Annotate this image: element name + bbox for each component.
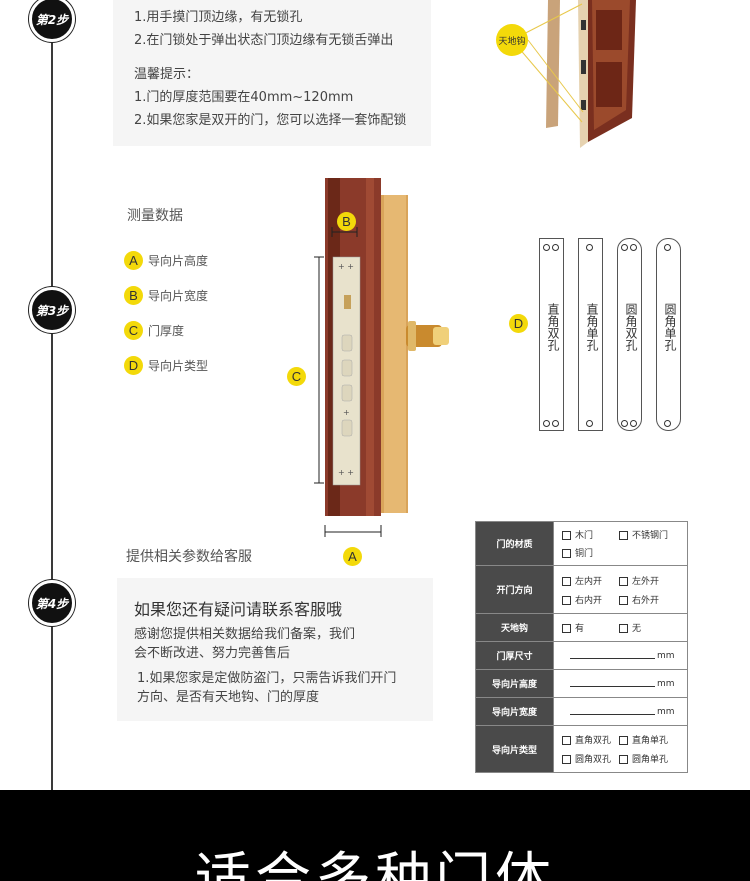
plate-square-single: 直角单孔	[578, 238, 603, 431]
step2-tip-title: 温馨提示：	[134, 67, 200, 82]
legend-label: 门厚度	[148, 324, 185, 338]
door-hook-illustration	[496, 0, 638, 148]
form-option[interactable]: 左内开	[562, 574, 619, 587]
svg-text:+ +: + +	[338, 468, 354, 477]
step4-line3: 1.如果您家是定做防盗门，只需告诉我们开门	[137, 671, 397, 686]
legend-label: 导向片高度	[148, 254, 209, 268]
plate-square-double: 直角双孔	[539, 238, 564, 431]
step2-line2: 2.在门锁处于弹出状态门顶边缘有无锁舌弹出	[134, 33, 394, 48]
form-label-height: 导向片高度	[475, 669, 554, 698]
timeline-line	[51, 0, 53, 790]
checkbox[interactable]	[562, 595, 571, 605]
unit-label: mm	[657, 706, 675, 717]
hook-callout-label: 天地钩	[498, 37, 526, 47]
form-label-size: 门厚尺寸	[475, 641, 554, 670]
form-label-width: 导向片宽度	[475, 697, 554, 726]
checkbox[interactable]	[562, 624, 571, 633]
plate-label: 直角单孔	[585, 303, 599, 351]
step3-badge: 第3步	[29, 287, 75, 333]
plate-label: 圆角单孔	[663, 303, 677, 351]
diagram-letter-a: A	[343, 547, 362, 566]
checkbox[interactable]	[562, 576, 571, 586]
checkbox[interactable]	[619, 624, 628, 633]
step4-badge: 第4步	[29, 580, 75, 626]
step4-panel	[117, 578, 433, 721]
form-option[interactable]: 木门	[562, 528, 619, 541]
legend-letter: B	[124, 286, 143, 305]
width-input-line[interactable]	[570, 707, 655, 715]
legend-item-a: A 导向片高度	[124, 251, 208, 270]
plate-label: 直角双孔	[546, 303, 560, 351]
step3-title: 测量数据	[127, 208, 183, 224]
step4-line2: 会不断改进、努力完善售后	[134, 646, 291, 661]
step2-tip2: 2.如果您家是双开的门，您可以选择一套饰配锁	[134, 113, 407, 128]
checkbox[interactable]	[562, 549, 571, 558]
size-input-line[interactable]	[570, 651, 655, 659]
form-option[interactable]: 圆角单孔	[619, 752, 676, 765]
form-option[interactable]: 铜门	[562, 546, 619, 559]
plate-round-double: 圆角双孔	[617, 238, 642, 431]
form-label-type: 导向片类型	[475, 725, 554, 773]
step2-badge: 第2步	[29, 0, 75, 42]
unit-label: mm	[657, 650, 675, 661]
banner-title: 适合多种门体	[195, 847, 555, 881]
hook-callout-circle	[496, 24, 528, 56]
form-option[interactable]: 圆角双孔	[562, 752, 619, 765]
plate-label: 圆角双孔	[624, 303, 638, 351]
checkbox[interactable]	[619, 755, 628, 764]
form-option[interactable]: 不锈钢门	[619, 528, 676, 541]
legend-label: 导向片类型	[148, 359, 209, 373]
step2-panel	[113, 0, 431, 146]
diagram-letter-c: C	[287, 367, 306, 386]
form-option[interactable]: 有	[562, 621, 619, 634]
legend-item-c: C 门厚度	[124, 321, 184, 340]
checkbox[interactable]	[619, 576, 628, 586]
legend-letter: D	[124, 356, 143, 375]
step2-tip1: 1.门的厚度范围要在40mm~120mm	[134, 90, 354, 105]
legend-item-d: D 导向片类型	[124, 356, 208, 375]
form-label-direction: 开门方向	[475, 565, 554, 614]
legend-item-b: B 导向片宽度	[124, 286, 208, 305]
checkbox[interactable]	[619, 595, 628, 605]
form-option[interactable]: 左外开	[619, 574, 676, 587]
checkbox[interactable]	[562, 755, 571, 764]
legend-letter: A	[124, 251, 143, 270]
info-form: 门的材质 木门不锈钢门 铜门 开门方向 左内开左外开 右内开右外开 天地钩 有无…	[475, 521, 688, 773]
form-option[interactable]: 直角双孔	[562, 733, 619, 746]
form-option[interactable]: 右外开	[619, 593, 676, 606]
form-label-hook: 天地钩	[475, 613, 554, 642]
unit-label: mm	[657, 678, 675, 689]
step3-footer: 提供相关参数给客服	[126, 549, 252, 565]
legend-letter: C	[124, 321, 143, 340]
checkbox[interactable]	[562, 531, 571, 540]
checkbox[interactable]	[562, 736, 571, 745]
form-option[interactable]: 右内开	[562, 593, 619, 606]
step4-title: 如果您还有疑问请联系客服哦	[134, 600, 343, 619]
form-option[interactable]: 无	[619, 621, 676, 634]
form-label-material: 门的材质	[475, 521, 554, 566]
legend-label: 导向片宽度	[148, 289, 209, 303]
step4-line1: 感谢您提供相关数据给我们备案，我们	[134, 627, 356, 642]
svg-text:+ +: + +	[338, 262, 354, 271]
step4-line4: 方向、是否有天地钩、门的厚度	[137, 690, 320, 705]
plate-round-single: 圆角单孔	[656, 238, 681, 431]
height-input-line[interactable]	[570, 679, 655, 687]
svg-text:+: +	[343, 408, 350, 417]
checkbox[interactable]	[619, 531, 628, 540]
form-option[interactable]: 直角单孔	[619, 733, 676, 746]
diagram-letter-b: B	[337, 212, 356, 231]
checkbox[interactable]	[619, 736, 628, 745]
bottom-banner: 适合多种门体	[0, 790, 750, 881]
door-edge-diagram: + + + + +	[314, 178, 449, 537]
diagram-letter-d: D	[509, 314, 528, 333]
step2-line1: 1.用手摸门顶边缘，有无锁孔	[134, 10, 303, 25]
